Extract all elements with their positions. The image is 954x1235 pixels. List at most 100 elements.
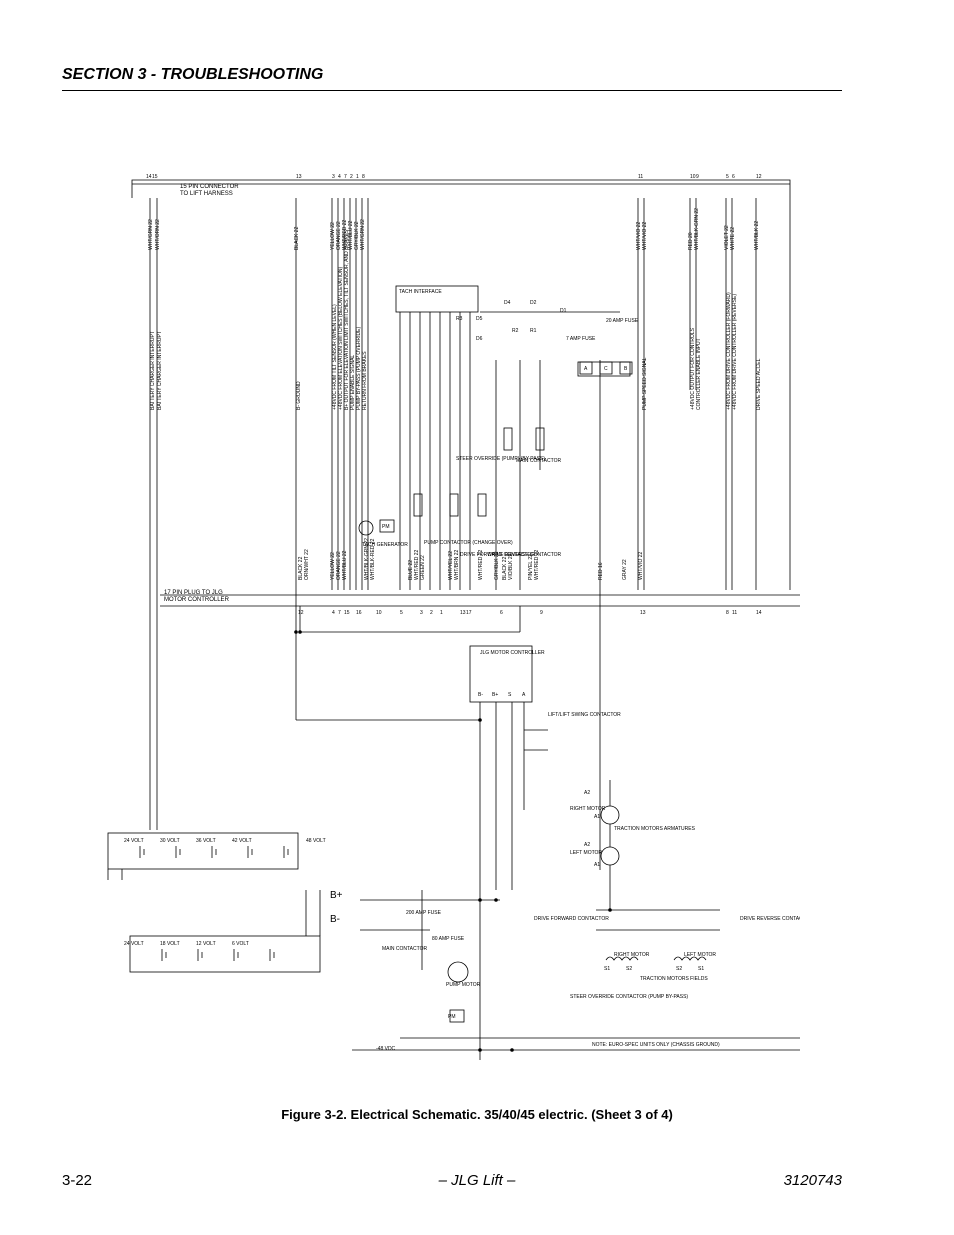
- connector-15-pin: 1: [356, 174, 359, 180]
- plug-17-pin: 8: [726, 610, 729, 616]
- wire-label: WHITE 22: [730, 227, 736, 250]
- lower-wire-label: WHT/BLK-RED 22: [370, 538, 376, 580]
- power-label: TRACTION MOTORS FIELDS: [640, 976, 708, 982]
- interface-label: R1: [530, 328, 537, 334]
- contactor-label: DRIVE FORWARD CONTACTOR: [460, 552, 535, 558]
- function-label: PUMP BY-PASS (PUMP OVERRIDE): [356, 326, 362, 410]
- power-label: STEER OVERRIDE CONTACTOR (PUMP BY-PASS): [570, 994, 688, 1000]
- wire-label: ORANGE 22: [336, 221, 342, 250]
- function-label: +48VDC FROM ELEVATION SWITCHES (BELOW EL…: [338, 267, 344, 410]
- interface-label: R2: [512, 328, 519, 334]
- power-label: RIGHT MOTOR: [614, 952, 650, 958]
- header-rule: [62, 90, 842, 91]
- connector-15-pin: 10: [690, 174, 696, 180]
- wire-label: WHT/ORN 22: [155, 219, 161, 250]
- function-label: +48VDC OUTPUT FOR CONTROLS: [690, 327, 696, 410]
- interface-label: B: [624, 366, 628, 372]
- motor-controller-terminal: S: [508, 692, 512, 698]
- electrical-schematic: 15 PIN CONNECTOR TO LIFT HARNESS 1415133…: [107, 174, 800, 1060]
- power-label: RIGHT MOTOR: [570, 806, 606, 812]
- interface-label: D1: [560, 308, 567, 314]
- lower-wire-label: WHT/BLK-GRN 22: [364, 538, 370, 580]
- interface-label: 7 AMP FUSE: [566, 336, 596, 342]
- plug-17-pin: 4: [332, 610, 335, 616]
- lower-wire-label: VIO/BLK 22: [508, 553, 514, 580]
- lower-wire-label: GRY/BLK 22: [494, 551, 500, 580]
- function-label: BATTERY CHARGER INTERRUPT: [157, 331, 163, 410]
- battery-top-label: 24 VOLT: [124, 838, 144, 844]
- contactor-label: PUMP CONTACTOR (CHANGE OVER): [424, 540, 513, 546]
- power-label: A1: [594, 814, 600, 820]
- function-label: PUMP ENABLE SIGNAL: [350, 355, 356, 410]
- power-label: -48 VDC: [376, 1046, 396, 1052]
- lower-wire-label: ORN/WHT 22: [304, 549, 310, 580]
- bus-b-minus: B-: [330, 914, 340, 925]
- power-label: DRIVE REVERSE CONTACTOR: [740, 916, 800, 922]
- plug-17-pin: 10: [376, 610, 382, 616]
- plug-17-pin: 6: [500, 610, 503, 616]
- wire-label: WHT/GRN 22: [148, 219, 154, 250]
- plug-17-pin: 7: [338, 610, 341, 616]
- plug-17-label-1: 17 PIN PLUG TO JLG: [164, 590, 223, 596]
- power-label: 200 AMP FUSE: [406, 910, 442, 916]
- battery-top-label: 36 VOLT: [196, 838, 216, 844]
- power-label: DRIVE FORWARD CONTACTOR: [534, 916, 609, 922]
- contactor-label: DRIVE REVERSE CONTACTOR: [488, 552, 562, 558]
- power-label: MAIN CONTACTOR: [382, 946, 427, 952]
- connector-15-label-2: TO LIFT HARNESS: [180, 191, 233, 197]
- power-label: A2: [584, 790, 590, 796]
- contactor-label: TACH GENERATOR: [362, 542, 408, 548]
- lower-wire-label: ORANGE 22: [336, 551, 342, 580]
- motor-controller-title: JLG MOTOR CONTROLLER: [480, 650, 545, 656]
- plug-17-pin: 1: [440, 610, 443, 616]
- wire-label: RED 20: [688, 232, 694, 250]
- plug-17-pin: 13: [640, 610, 646, 616]
- function-label: +48VDC FROM DRIVE CONTROLLER (FORWARD): [726, 292, 732, 410]
- battery-top-label: 30 VOLT: [160, 838, 180, 844]
- power-label: LEFT MOTOR: [570, 850, 602, 856]
- connector-15-pin: 3: [332, 174, 335, 180]
- wire-label: WHT/VIO 22: [642, 221, 648, 250]
- function-label: RETURN FROM BRAKES: [362, 351, 368, 410]
- function-label: +48VDC FROM DRIVE CONTROLLER (REVERSE): [732, 294, 738, 410]
- power-label: LEFT MOTOR: [684, 952, 716, 958]
- connector-15-pin: 2: [350, 174, 353, 180]
- power-label: 80 AMP FUSE: [432, 936, 465, 942]
- connector-15-pin: 15: [152, 174, 158, 180]
- connector-15-pin: 8: [362, 174, 365, 180]
- battery-top-label: 48 VOLT: [306, 838, 326, 844]
- lower-wire-label: RED 16: [598, 562, 604, 580]
- function-label: +48VDC FROM TILT SENSOR (WHEN LEVEL): [332, 304, 338, 410]
- interface-label: D2: [530, 300, 537, 306]
- connector-15-pin: 12: [756, 174, 762, 180]
- wire-label: WHT/VIO 22: [636, 221, 642, 250]
- interface-label: A: [584, 366, 588, 372]
- lower-wire-label: BLUE 22: [408, 560, 414, 580]
- connector-15-pin: 6: [732, 174, 735, 180]
- interface-label: 20 AMP FUSE: [606, 318, 639, 324]
- battery-bottom-label: 24 VOLT: [124, 941, 144, 947]
- lower-wire-label: WHT/VIO 22: [638, 551, 644, 580]
- lower-wire-label: WHT/RED 22: [534, 550, 540, 581]
- power-label: A1: [594, 862, 600, 868]
- lower-wire-label: WHT/RED 22: [478, 550, 484, 581]
- page-number: 3-22: [62, 1172, 93, 1189]
- connector-15-pin: 11: [638, 174, 643, 180]
- connector-15-pin: 7: [344, 174, 347, 180]
- power-label: NOTE: EURO-SPEC UNITS ONLY (CHASSIS GROU…: [592, 1042, 720, 1048]
- function-label: PUMP SPEED SIGNAL: [642, 357, 648, 410]
- function-label: B+ OUTPUT FOR ELEVATION LIMIT SWITCHES, …: [344, 229, 350, 410]
- lower-wire-label: PIN/YEL 22: [528, 554, 534, 580]
- power-label: S2: [626, 966, 632, 972]
- power-label: PUMP MOTOR: [446, 982, 481, 988]
- contactor-label: STEER OVERRIDE (PUMP) (BY-PASS): [456, 456, 545, 462]
- power-label: S2: [676, 966, 682, 972]
- lower-wire-label: WHT/YEL 22: [448, 551, 454, 580]
- contactor-labels: STEER OVERRIDE (PUMP) (BY-PASS)MAIN CONT…: [362, 456, 562, 558]
- power-label: S1: [698, 966, 704, 972]
